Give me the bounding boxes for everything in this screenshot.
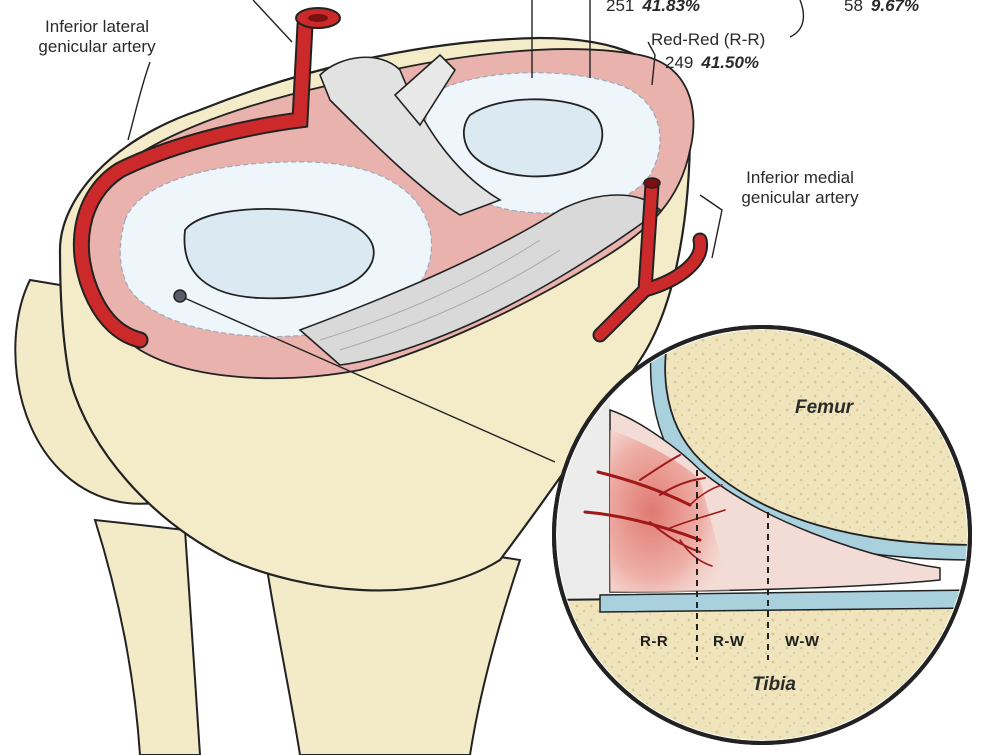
rr-count: 249 — [665, 53, 694, 72]
inferior-medial-label: Inferior medial genicular artery — [741, 168, 859, 207]
medial-cartilage — [463, 98, 604, 178]
femur-label: Femur — [795, 397, 854, 418]
vessel-branches — [583, 454, 726, 567]
zone-rr: R-R — [640, 633, 669, 650]
zone-rw: R-W — [713, 633, 745, 650]
inferior-lateral-label: Inferior lateral genicular artery — [38, 17, 156, 56]
ww-count: 58 — [844, 0, 863, 15]
red-red-label: Red-Red (R-R) — [651, 30, 766, 49]
cruciate-ligaments — [298, 53, 662, 366]
leader-lines — [127, 0, 805, 463]
medial-genicular-artery — [592, 177, 709, 343]
lateral-genicular-artery — [72, 7, 341, 349]
rw-pct: 41.83% — [642, 0, 701, 15]
stat-rr: 249 41.50% — [665, 53, 759, 73]
zoom-origin-dot — [173, 289, 187, 303]
rr-pct: 41.50% — [701, 53, 760, 72]
tibia-label: Tibia — [752, 674, 796, 695]
stat-ww: 58 9.67% — [844, 0, 919, 16]
rw-count: 251 — [606, 0, 635, 15]
ww-pct: 9.67% — [870, 0, 920, 15]
zoom-detail — [552, 325, 972, 745]
lateral-cartilage — [183, 208, 375, 300]
zone-ww: W-W — [785, 633, 820, 650]
stat-rw: 251 41.83% — [606, 0, 700, 16]
